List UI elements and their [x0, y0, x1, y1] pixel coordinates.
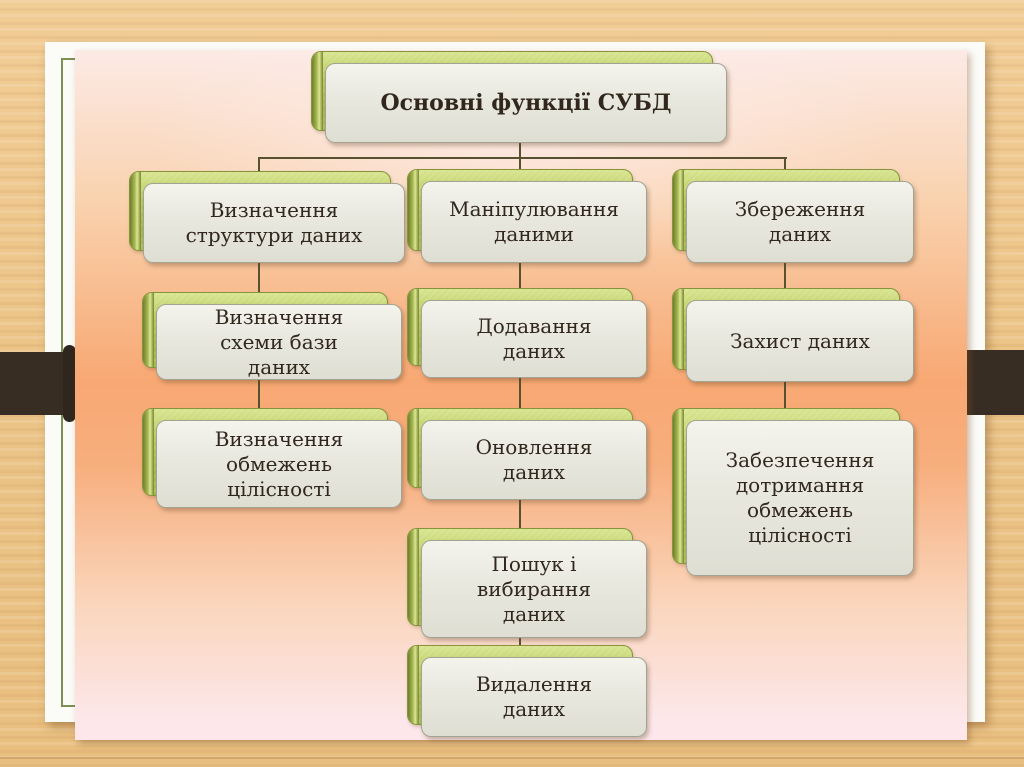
node-face: Збереження даних	[686, 181, 914, 263]
org-chart-node: Захист даних	[672, 288, 914, 382]
org-chart-node: Забезпечення дотримання обмежень цілісно…	[672, 408, 914, 576]
node-label: Основні функції СУБД	[380, 89, 672, 116]
node-face: Маніпулювання даними	[421, 181, 647, 263]
node-label: Пошук і вибирання даних	[477, 551, 591, 626]
node-label: Видалення даних	[475, 672, 593, 721]
node-label: Збереження даних	[734, 197, 866, 246]
org-chart-node: Збереження даних	[672, 169, 914, 263]
connector-column-2	[519, 157, 521, 649]
node-label: Маніпулювання даними	[449, 197, 619, 246]
background-seam-line	[0, 757, 1024, 759]
node-face: Визначення схеми бази даних	[156, 304, 402, 380]
org-chart-root: Основні функції СУБД	[311, 51, 727, 143]
org-chart-node: Визначення обмежень цілісності	[142, 408, 402, 508]
org-chart-node: Оновлення даних	[407, 408, 647, 500]
node-label: Визначення структури даних	[185, 198, 363, 247]
node-label: Визначення схеми бази даних	[214, 304, 344, 379]
org-chart-node: Пошук і вибирання даних	[407, 528, 647, 638]
org-chart-node: Додавання даних	[407, 288, 647, 378]
org-chart-node: Визначення структури даних	[129, 171, 405, 263]
strap-band-left	[0, 345, 76, 422]
node-face: Визначення обмежень цілісності	[156, 420, 402, 508]
node-label: Додавання даних	[476, 314, 592, 363]
node-face: Оновлення даних	[421, 420, 647, 500]
strap-band-right	[967, 350, 1024, 415]
node-label: Забезпечення дотримання обмежень цілісно…	[725, 448, 875, 547]
node-label: Визначення обмежень цілісності	[214, 426, 344, 501]
node-face: Пошук і вибирання даних	[421, 540, 647, 638]
node-face: Видалення даних	[421, 657, 647, 737]
connector-column-1	[258, 157, 260, 412]
org-chart-node: Маніпулювання даними	[407, 169, 647, 263]
strap-end-cap	[63, 345, 76, 422]
node-face: Забезпечення дотримання обмежень цілісно…	[686, 420, 914, 576]
node-face: Визначення структури даних	[143, 183, 405, 263]
node-face: Захист даних	[686, 300, 914, 382]
connector-title-stub	[519, 142, 521, 159]
node-face: Додавання даних	[421, 300, 647, 378]
node-label: Оновлення даних	[475, 435, 593, 484]
connector-rail	[259, 157, 787, 159]
connector-column-3	[784, 157, 786, 412]
org-chart-node: Видалення даних	[407, 645, 647, 737]
node-face: Основні функції СУБД	[325, 63, 727, 143]
org-chart-node: Визначення схеми бази даних	[142, 292, 402, 380]
node-label: Захист даних	[730, 328, 870, 353]
